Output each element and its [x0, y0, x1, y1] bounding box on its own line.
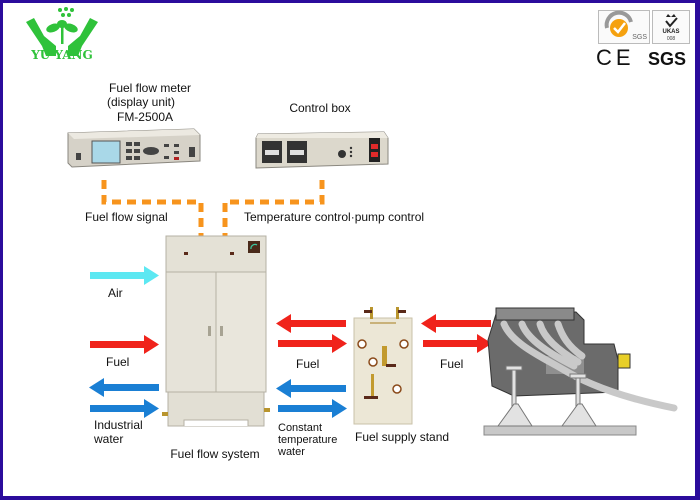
sgs-quality-badge: SGS: [598, 10, 650, 44]
fuel-flow-meter-device: [67, 128, 201, 168]
control-box-device: [255, 131, 389, 169]
constant-water-label-line3: water: [278, 446, 305, 458]
temp-pump-control-line: [222, 180, 325, 238]
industrial-water-arrow-left-icon: [89, 378, 159, 397]
constant-water-label-line1: Constant: [278, 422, 323, 434]
air-arrow-right-icon: [90, 266, 159, 285]
fuel-supply-stand: [353, 307, 413, 425]
industrial-water-label-line1: Industrial: [94, 418, 143, 432]
flow-meter-title-line2: (display unit): [106, 95, 176, 109]
flow-meter-title-line1: Fuel flow meter: [108, 81, 192, 95]
engine-fuel-arrow-right-icon: [423, 334, 492, 353]
fuel-label-left: Fuel: [106, 355, 130, 369]
fuel-supply-stand-title: Fuel supply stand: [355, 430, 450, 444]
sgs-mark: SGS: [648, 49, 687, 69]
fuel-arrow-right-icon: [90, 335, 159, 354]
sgs-badge-text: SGS: [632, 34, 647, 41]
fuel-label-right: Fuel: [440, 357, 464, 371]
fuel-flow-signal-label: Fuel flow signal: [85, 210, 168, 224]
control-box-title: Control box: [289, 101, 351, 115]
fuel-flow-signal-line: [101, 180, 204, 238]
flow-meter-model: FM-2500A: [116, 110, 174, 124]
engine-fuel-arrow-left-icon: [421, 314, 491, 333]
engine-test-bench: [483, 307, 678, 436]
air-label: Air: [108, 286, 123, 300]
industrial-water-label-line2: water: [94, 432, 124, 446]
constant-water-arrow-right-icon: [278, 399, 347, 418]
temp-pump-control-label: Temperature control·pump control: [244, 210, 425, 224]
stand-fuel-arrow-left-icon: [276, 314, 346, 333]
constant-water-arrow-left-icon: [276, 379, 346, 398]
sgs-check-icon: [604, 10, 633, 37]
fuel-label-middle: Fuel: [296, 357, 320, 371]
ukas-text: UKAS: [662, 29, 680, 35]
industrial-water-arrow-right-icon: [90, 399, 159, 418]
yu-yang-logo-icon: [26, 7, 98, 56]
constant-water-label-line2: temperature: [278, 434, 338, 446]
brand-name: YU YANG: [31, 48, 93, 62]
ukas-sub: 008: [666, 36, 676, 42]
stand-fuel-arrow-right-icon: [278, 334, 347, 353]
ce-mark: CE: [596, 45, 635, 70]
fuel-flow-system-cabinet: [162, 235, 270, 427]
crown-check-icon: [665, 14, 678, 28]
ukas-badge: UKAS 008: [652, 10, 690, 44]
fuel-flow-system-title: Fuel flow system: [170, 447, 260, 461]
